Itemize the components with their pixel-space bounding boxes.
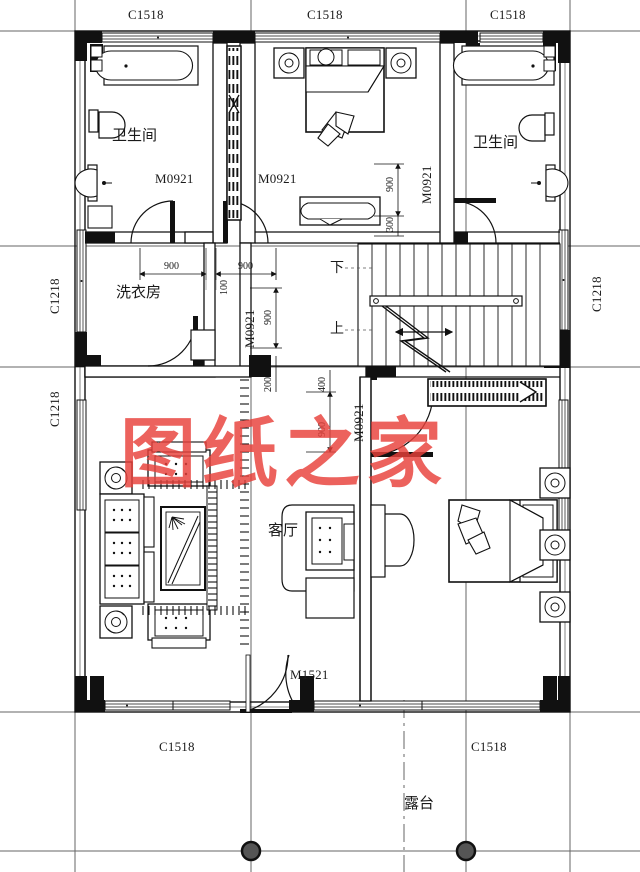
staircase xyxy=(345,243,561,373)
door-label-bed-top: M0921 xyxy=(258,171,297,186)
dimension-label-d: 900 xyxy=(263,310,274,325)
dimension-label-h: 900 xyxy=(385,177,396,192)
axis-markers xyxy=(240,840,477,862)
dimension-label-c: 100 xyxy=(219,280,230,295)
living-room-furniture xyxy=(99,379,415,649)
piano-top xyxy=(226,45,242,221)
window-label-top-left: C1518 xyxy=(128,7,164,22)
stair-down-label: 下 xyxy=(330,260,344,276)
carpet-hatch xyxy=(208,485,217,607)
window-label-bottom-right: C1518 xyxy=(471,739,507,754)
dimension-label-b: 900 xyxy=(238,261,253,272)
window-label-top-center: C1518 xyxy=(307,7,343,22)
door-label-terrace: M1521 xyxy=(290,667,329,682)
piano-right-bedroom xyxy=(427,378,547,407)
laundry-fixtures xyxy=(190,329,216,361)
window-label-left-lower: C1218 xyxy=(47,391,62,427)
window-label-bottom-left: C1518 xyxy=(159,739,195,754)
dimension-label-f: 400 xyxy=(317,377,328,392)
dimension-label-i: 300 xyxy=(385,217,396,232)
room-label-terrace: 露台 xyxy=(404,794,435,812)
stair-up-label: 上 xyxy=(330,321,344,337)
dimension-label-e: 200 xyxy=(263,377,274,392)
bathroom-right-fixtures xyxy=(452,45,569,202)
bedroom-right-furniture xyxy=(448,467,571,623)
door-label-laundry: M0921 xyxy=(242,309,257,348)
room-label-bath-left: 卫生间 xyxy=(112,126,158,144)
door-label-bed-right: M0921 xyxy=(351,403,366,442)
room-label-bath-right: 卫生间 xyxy=(473,133,519,151)
carpet-hatch-right xyxy=(240,379,249,645)
room-label-living: 客厅 xyxy=(268,521,299,539)
carpet-hatch-top xyxy=(142,480,246,489)
door-label-bath-right: M0921 xyxy=(419,165,434,204)
dimension-label-a: 900 xyxy=(164,261,179,272)
bathroom-left-fixtures xyxy=(74,45,199,229)
carpet-hatch-bottom xyxy=(142,606,246,615)
window-label-right-upper: C1218 xyxy=(589,276,604,312)
window-label-top-right: C1518 xyxy=(490,7,526,22)
dimension-lines xyxy=(139,163,404,453)
room-label-laundry: 洗衣房 xyxy=(116,283,162,301)
bedroom-top-furniture xyxy=(273,47,417,226)
door-label-bath-left: M0921 xyxy=(155,171,194,186)
window-label-left-upper: C1218 xyxy=(47,278,62,314)
dimension-label-g: 900 xyxy=(317,422,328,437)
